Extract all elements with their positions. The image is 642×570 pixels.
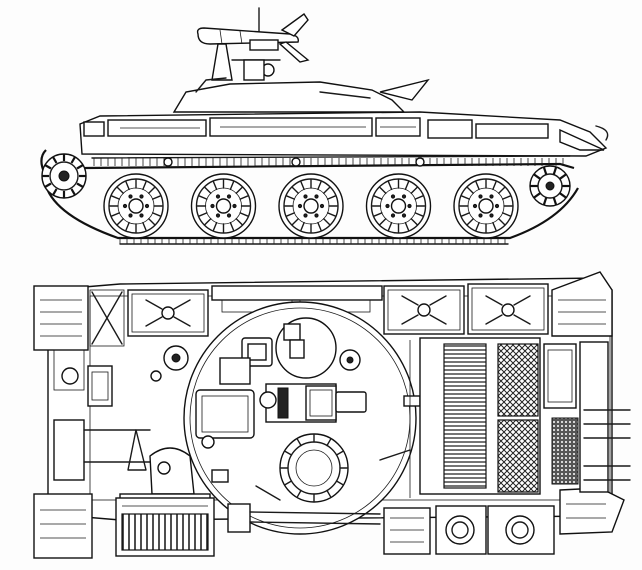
- road-wheel: [278, 173, 344, 239]
- turret: [172, 81, 406, 113]
- return-roller: [163, 157, 173, 167]
- stowage-box: [383, 285, 465, 335]
- turret-top: [183, 301, 421, 535]
- mesh-panel: [497, 343, 539, 417]
- road-wheels: [103, 173, 519, 239]
- mesh-panel: [497, 419, 539, 493]
- exhaust-grille: [551, 417, 579, 485]
- engine-grille: [443, 343, 487, 489]
- side-view: [40, 7, 609, 245]
- road-wheel: [453, 173, 519, 239]
- drive-sprocket: [41, 153, 87, 199]
- return-roller: [415, 157, 425, 167]
- track-links: [93, 158, 564, 244]
- cupola: [279, 433, 349, 503]
- engine-deck: [409, 337, 631, 498]
- road-wheel: [103, 173, 169, 239]
- road-wheel: [365, 173, 432, 239]
- stowage-box: [467, 283, 549, 335]
- road-wheel: [190, 173, 257, 239]
- missile-launcher: [196, 7, 310, 81]
- idler-wheel: [529, 165, 571, 207]
- return-roller: [291, 157, 301, 167]
- top-view: [33, 271, 631, 559]
- stowage-box: [127, 289, 209, 337]
- radiator-front: [115, 497, 215, 557]
